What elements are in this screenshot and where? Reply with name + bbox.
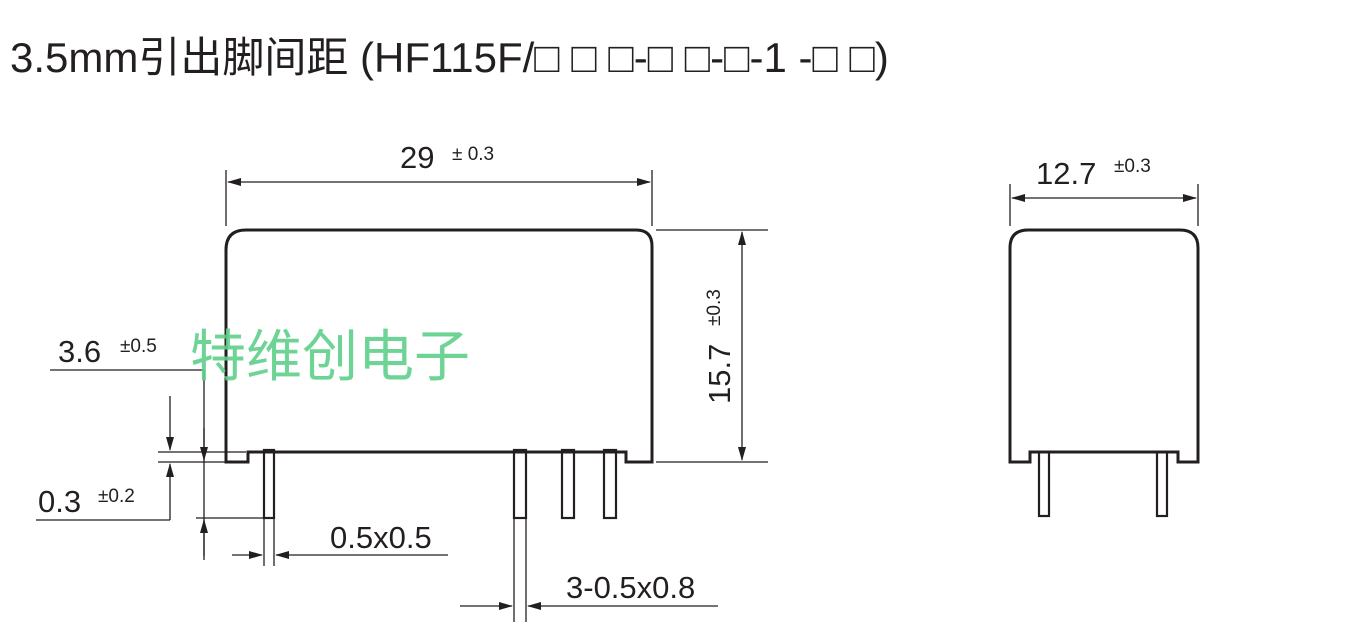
height-value: 15.7 bbox=[702, 344, 737, 404]
pin-length-value: 3.6 bbox=[58, 334, 101, 369]
contact-pin-2 bbox=[560, 448, 576, 520]
standoff-tolerance: ±0.2 bbox=[98, 486, 135, 507]
standoff-value: 0.3 bbox=[38, 484, 81, 519]
watermark: 特维创电子 bbox=[190, 325, 470, 390]
side-view: 12.7 ±0.3 bbox=[1008, 156, 1200, 518]
relay-body-side bbox=[1008, 228, 1200, 464]
coil-pin-size: 0.5x0.5 bbox=[330, 520, 432, 555]
relay-body-front bbox=[224, 228, 654, 464]
side-pin-right bbox=[1155, 450, 1169, 518]
length-value: 29 bbox=[400, 140, 434, 175]
coil-pin bbox=[262, 448, 276, 520]
side-pin-left bbox=[1037, 450, 1051, 518]
contact-pin-size: 3-0.5x0.8 bbox=[566, 570, 695, 605]
width-tolerance: ±0.3 bbox=[1114, 156, 1151, 177]
length-tolerance: ± 0.3 bbox=[452, 144, 494, 165]
drawing-title: 3.5mm引出脚间距 (HF115F/□ □ □-□ □-□-1 -□ □) bbox=[10, 34, 889, 81]
height-tolerance: ±0.3 bbox=[704, 289, 725, 326]
contact-pin-1 bbox=[512, 448, 528, 520]
pin-length-tolerance: ±0.5 bbox=[120, 336, 157, 357]
contact-pin-3 bbox=[602, 448, 618, 520]
front-view: 29 ± 0.3 15.7 ±0.3 3.6 ±0.5 0.3 ±0.2 0.5… bbox=[36, 140, 768, 622]
width-value: 12.7 bbox=[1036, 156, 1096, 191]
